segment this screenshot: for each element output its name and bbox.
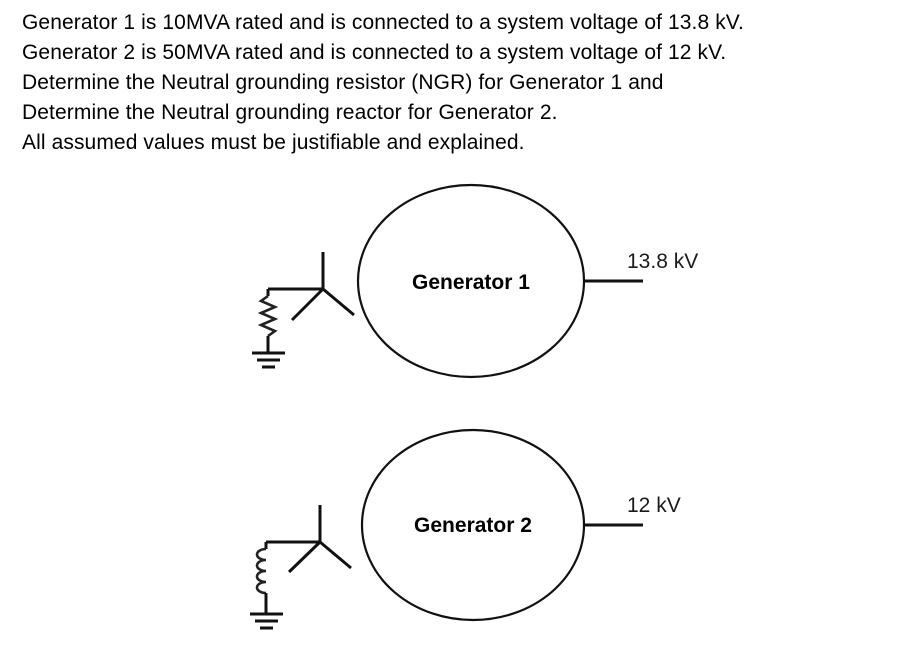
problem-line-2: Generator 2 is 50MVA rated and is connec… <box>22 41 727 64</box>
problem-line-4: Determine the Neutral grounding reactor … <box>22 101 558 124</box>
generator-1-wye-winding-icon <box>290 252 355 322</box>
problem-line-5: All assumed values must be justifiable a… <box>22 131 525 154</box>
generator-2-wye-winding-icon <box>287 505 352 574</box>
generator-2-coil-inductor-icon <box>255 547 267 595</box>
problem-statement: Generator 1 is 10MVA rated and is connec… <box>22 8 892 158</box>
generator-2-voltage-label: 12 kV <box>627 494 681 517</box>
generator-1-group: Generator 1 13.8 kV <box>252 183 698 379</box>
problem-line-3: Determine the Neutral grounding resistor… <box>22 71 664 94</box>
generator-1-label: Generator 1 <box>412 271 530 294</box>
problem-line-1: Generator 1 is 10MVA rated and is connec… <box>22 11 744 34</box>
generator-1-zigzag-resistor-icon <box>257 294 279 338</box>
generator-2-group: Generator 2 12 kV <box>250 428 681 630</box>
generator-1-voltage-label: 13.8 kV <box>627 250 698 273</box>
generator-2-earth-ground-icon <box>250 612 283 630</box>
generator-2-label: Generator 2 <box>414 514 532 537</box>
generator-1-earth-ground-icon <box>252 351 285 369</box>
